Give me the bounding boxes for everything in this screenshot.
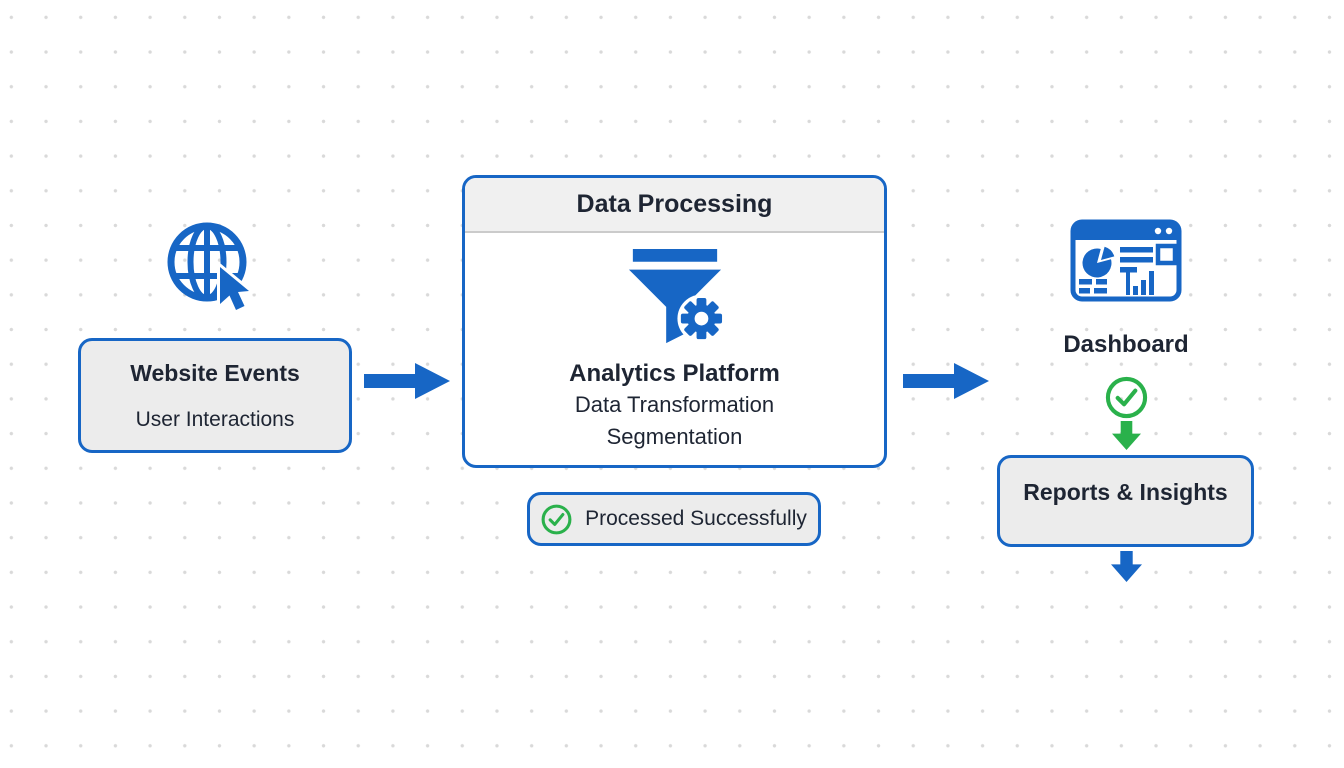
flow-arrow-right-1 bbox=[364, 361, 450, 401]
status-badge: Processed Successfully bbox=[527, 492, 821, 546]
website-events-subtitle: User Interactions bbox=[135, 407, 295, 431]
data-processing-header: Data Processing bbox=[465, 178, 884, 233]
data-processing-node: Data Processing bbox=[462, 175, 887, 468]
reports-insights-title: Reports & Insights bbox=[1023, 478, 1228, 505]
reports-insights-node: Reports & Insights bbox=[997, 455, 1254, 547]
check-circle-icon bbox=[1105, 376, 1148, 419]
flow-arrow-down-blue bbox=[1111, 551, 1142, 582]
flow-arrow-right-2 bbox=[903, 361, 989, 401]
processing-line-2: Segmentation bbox=[606, 424, 743, 449]
check-circle-icon bbox=[541, 504, 572, 535]
flow-arrow-down-green bbox=[1112, 421, 1141, 450]
globe-cursor-icon bbox=[163, 218, 263, 318]
analytics-platform-title: Analytics Platform bbox=[569, 360, 780, 387]
website-events-node: Website Events User Interactions bbox=[78, 338, 352, 453]
status-badge-label: Processed Successfully bbox=[585, 507, 807, 530]
website-events-title: Website Events bbox=[130, 359, 300, 386]
funnel-gear-icon bbox=[621, 249, 729, 347]
dashboard-label: Dashboard bbox=[1063, 331, 1189, 358]
dashboard-icon bbox=[1070, 219, 1182, 302]
processing-line-1: Data Transformation bbox=[574, 392, 775, 417]
